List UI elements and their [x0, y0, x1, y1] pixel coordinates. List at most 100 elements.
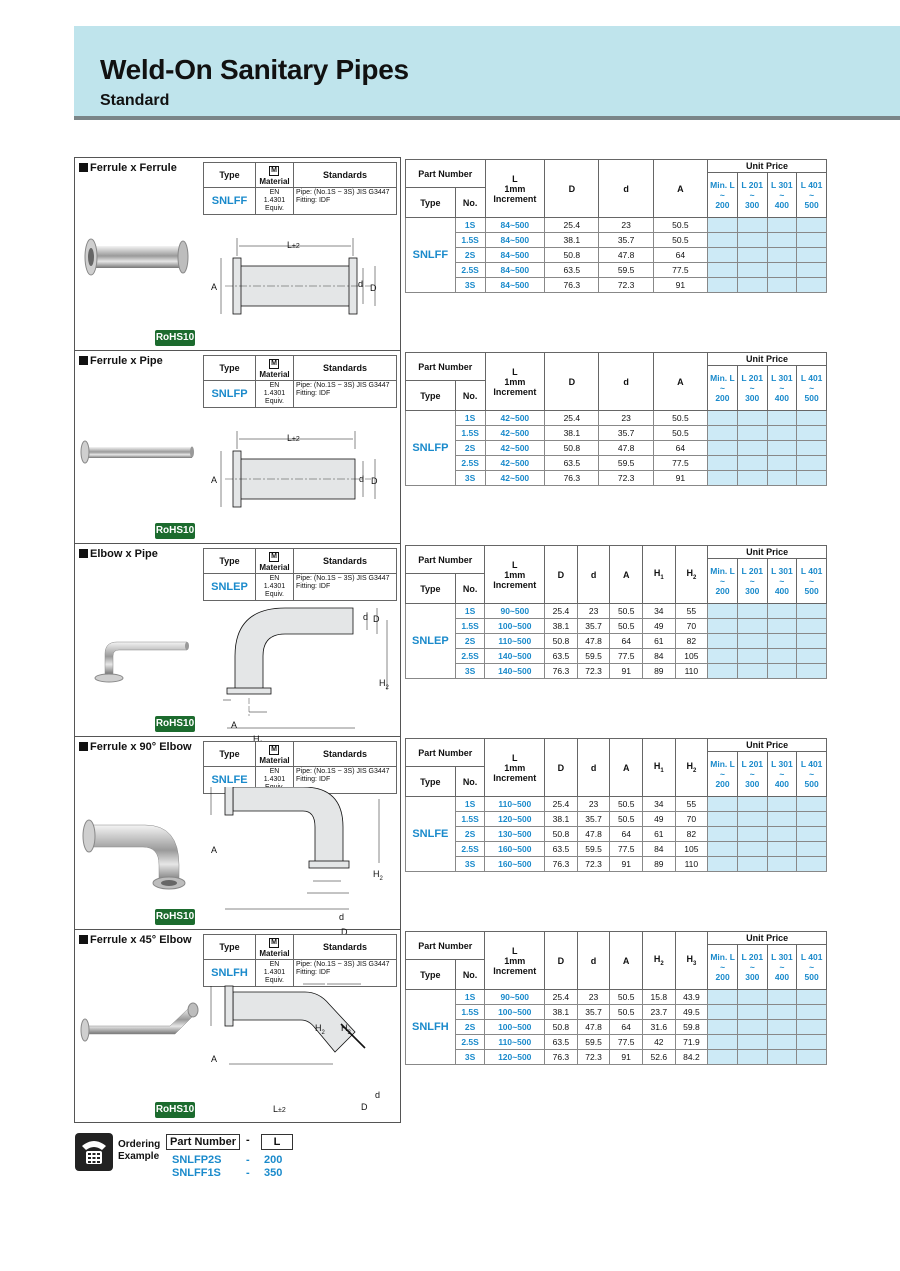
- l-range: 130~500: [484, 826, 546, 842]
- product-name: Ferrule x Ferrule: [79, 162, 177, 174]
- price-range-header: L 301~400: [766, 365, 798, 411]
- price-range-header: L 401~500: [796, 751, 827, 797]
- price-cell: [796, 410, 827, 426]
- dim-value: 71.9: [674, 1034, 709, 1050]
- dim-value: 47.8: [598, 440, 654, 456]
- l-range: 110~500: [484, 633, 546, 649]
- price-cell: [707, 633, 738, 649]
- dim-value: 47.8: [576, 1019, 611, 1035]
- dim-value: 63.5: [544, 841, 578, 857]
- dim-value: 61: [642, 826, 676, 842]
- dim-col-header: A: [609, 931, 643, 990]
- dim-value: 59.8: [674, 1019, 709, 1035]
- dim-value: 89: [642, 663, 676, 679]
- price-cell: [736, 262, 768, 278]
- ordering-example-l: 350: [264, 1167, 283, 1179]
- price-cell: [736, 856, 768, 872]
- mini-type-header: Type: [203, 162, 256, 188]
- price-cell: [796, 796, 827, 812]
- price-range-header: L 401~500: [796, 558, 827, 604]
- price-cell: [707, 603, 738, 619]
- price-cell: [796, 663, 827, 679]
- dim-value: 77.5: [609, 841, 644, 857]
- dim-value: 38.1: [544, 811, 578, 827]
- ordering-dash: -: [246, 1134, 250, 1146]
- dim-col-header: H2: [674, 738, 709, 797]
- price-cell: [796, 247, 827, 263]
- dim-value: 82: [674, 633, 709, 649]
- l-range: 42~500: [484, 410, 546, 426]
- dim-a-label: A: [211, 475, 218, 485]
- dim-value: 52.6: [641, 1049, 676, 1065]
- dim-value: 49.5: [674, 1004, 709, 1020]
- dim-D-label: D: [371, 476, 378, 486]
- dim-value: 35.7: [598, 232, 654, 248]
- dim-value: 89: [642, 856, 676, 872]
- type-code: SNLFF: [405, 217, 456, 293]
- bullet-square-icon: [79, 356, 88, 365]
- size-no: 3S: [454, 277, 486, 293]
- dim-value: 50.8: [544, 1019, 578, 1035]
- price-cell: [736, 470, 768, 486]
- dim-value: 64: [652, 247, 709, 263]
- product-photo: [75, 584, 200, 704]
- type-code: SNLFP: [405, 410, 456, 486]
- price-range-header: L 401~500: [796, 172, 827, 218]
- price-cell: [766, 796, 798, 812]
- l-range: 84~500: [484, 247, 546, 263]
- mini-type-header: Type: [203, 741, 256, 767]
- size-no: 3S: [454, 856, 486, 872]
- dim-col-header: d: [598, 352, 654, 411]
- dim-d-label: d: [339, 912, 345, 922]
- size-no: 1S: [454, 989, 486, 1005]
- dim-d-label: d: [359, 474, 365, 484]
- l-range: 90~500: [484, 603, 546, 619]
- price-cell: [766, 425, 798, 441]
- price-cell: [766, 470, 798, 486]
- dim-col-header: H1: [642, 738, 676, 797]
- price-cell: [796, 455, 827, 471]
- price-range-header: L 201~300: [736, 172, 768, 218]
- dim-value: 47.8: [576, 826, 611, 842]
- unit-price-header: Unit Price: [707, 931, 827, 945]
- dim-value: 76.3: [544, 1049, 578, 1065]
- l-range: 90~500: [484, 989, 546, 1005]
- dim-col-header: D: [544, 931, 578, 990]
- dim-value: 105: [674, 648, 709, 664]
- dim-col-header: D: [544, 159, 600, 218]
- price-range-header: Min. L~200: [707, 172, 738, 218]
- mini-material-header: MMaterial: [255, 934, 294, 960]
- dim-value: 77.5: [609, 648, 644, 664]
- mini-type-header: Type: [203, 355, 256, 381]
- mini-standards-header: Standards: [293, 548, 397, 574]
- price-cell: [707, 277, 738, 293]
- dimension-drawing: AH2dDH1L±2: [203, 782, 397, 957]
- price-cell: [766, 856, 798, 872]
- price-cell: [707, 618, 738, 634]
- mini-standards-header: Standards: [293, 162, 397, 188]
- product-name: Ferrule x Pipe: [79, 355, 163, 367]
- dim-value: 91: [609, 1049, 643, 1065]
- price-cell: [766, 440, 798, 456]
- price-range-header: L 201~300: [736, 751, 768, 797]
- dim-col-subscript: 2: [660, 960, 664, 967]
- price-cell: [707, 247, 738, 263]
- price-cell: [707, 1004, 738, 1020]
- price-range-header: L 401~500: [796, 365, 827, 411]
- price-cell: [736, 648, 768, 664]
- dim-d-label: d: [363, 612, 369, 622]
- l-range: 120~500: [484, 1049, 546, 1065]
